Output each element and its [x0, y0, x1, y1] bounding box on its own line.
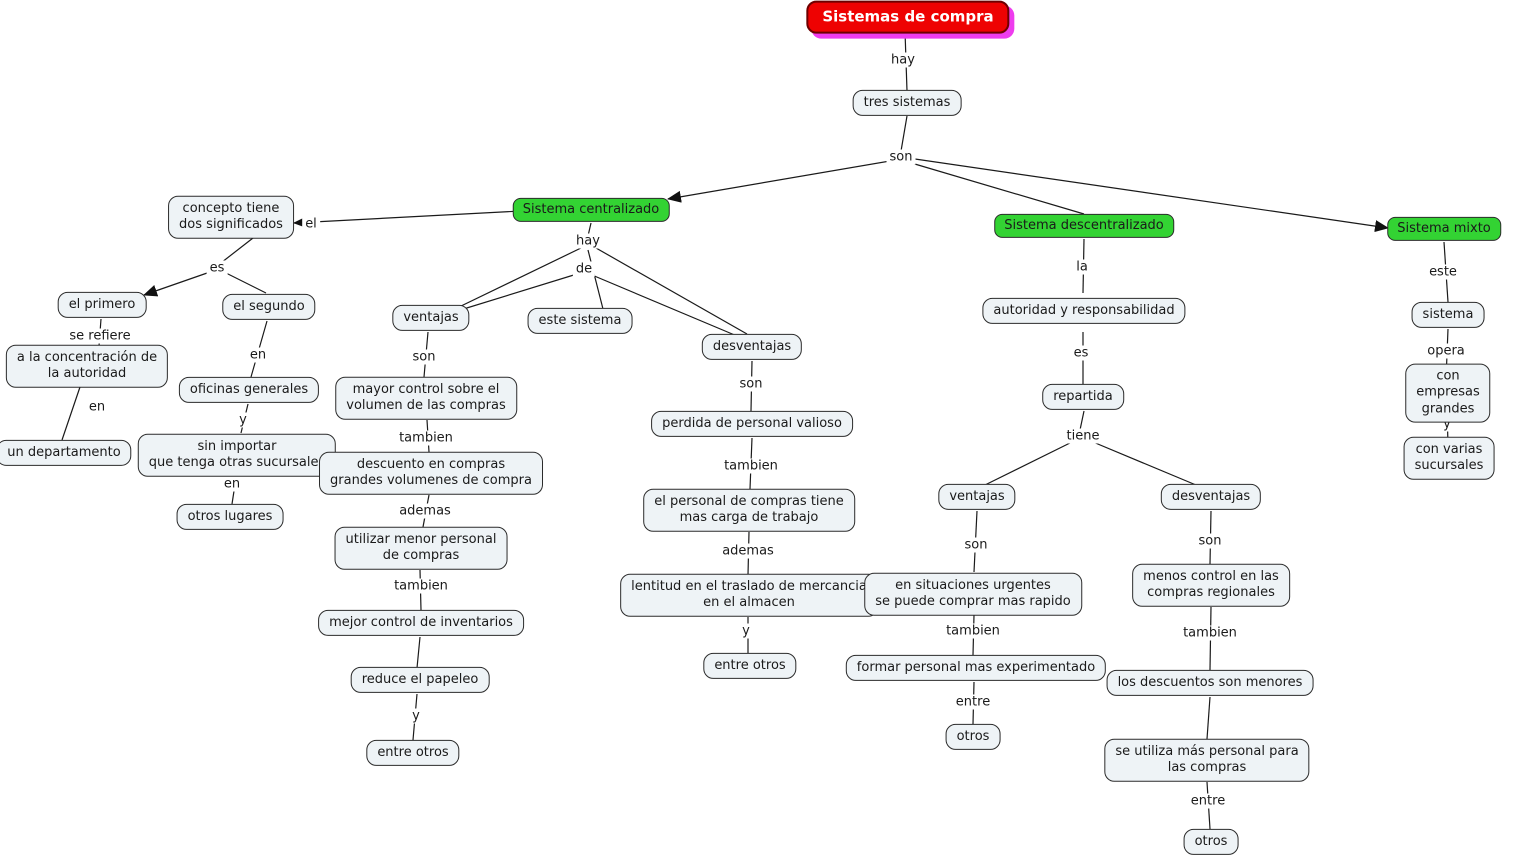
link-label-es-concepto[interactable]: es [206, 260, 228, 276]
link-label-en-departamento[interactable]: en [85, 399, 109, 415]
link-label-y-dc[interactable]: y [739, 623, 753, 639]
link-label-son-ventajas-c[interactable]: son [409, 349, 439, 365]
node-oficinas-generales[interactable]: oficinas generales [178, 376, 320, 404]
link-label-se-refiere[interactable]: se refiere [66, 328, 134, 344]
node-desventajas-centralizado[interactable]: desventajas [701, 333, 803, 361]
node-varias-sucursales[interactable]: con varias sucursales [1403, 436, 1495, 480]
link-label-son-desventajas-d[interactable]: son [1195, 533, 1225, 549]
link-label-hay-root[interactable]: hay [888, 52, 918, 68]
node-el-primero[interactable]: el primero [57, 291, 147, 319]
node-ventajas-descentralizado[interactable]: ventajas [938, 483, 1016, 511]
link-label-tiene[interactable]: tiene [1063, 428, 1103, 444]
node-root-title[interactable]: Sistemas de compra [806, 0, 1010, 34]
link-label-son-ventajas-d[interactable]: son [961, 537, 991, 553]
link-label-tambien-vd[interactable]: tambien [943, 623, 1003, 639]
link-label-entre-dd[interactable]: entre [1187, 793, 1229, 809]
node-entre-otros-desventajas[interactable]: entre otros [703, 652, 797, 680]
node-sistema-descentralizado[interactable]: Sistema descentralizado [994, 213, 1174, 239]
node-sistema[interactable]: sistema [1411, 301, 1485, 329]
node-concepto[interactable]: concepto tiene dos significados [168, 195, 294, 239]
link-label-este[interactable]: este [1426, 264, 1460, 280]
node-concentracion[interactable]: a la concentración de la autoridad [5, 344, 169, 388]
node-ventajas-centralizado[interactable]: ventajas [392, 304, 470, 332]
node-descuentos-menores[interactable]: los descuentos son menores [1106, 669, 1314, 697]
node-utilizar-menor[interactable]: utilizar menor personal de compras [334, 526, 508, 570]
node-un-departamento[interactable]: un departamento [0, 439, 132, 467]
link-label-tambien-vc2[interactable]: tambien [391, 578, 451, 594]
node-repartida[interactable]: repartida [1042, 383, 1124, 411]
node-situaciones[interactable]: en situaciones urgentes se puede comprar… [864, 572, 1082, 616]
link-label-hay-centralizado[interactable]: hay [573, 233, 603, 249]
node-otros-lugares[interactable]: otros lugares [176, 503, 284, 531]
node-autoridad[interactable]: autoridad y responsabilidad [982, 297, 1186, 325]
node-mayor-control[interactable]: mayor control sobre el volumen de las co… [335, 376, 517, 420]
link-label-entre-vd[interactable]: entre [952, 694, 994, 710]
node-sistema-centralizado[interactable]: Sistema centralizado [512, 197, 670, 223]
node-entre-otros-ventajas[interactable]: entre otros [366, 739, 460, 767]
link-label-en-otros[interactable]: en [220, 476, 244, 492]
link-label-tambien-vc1[interactable]: tambien [396, 430, 456, 446]
node-lentitud[interactable]: lentitud en el traslado de mercancia en … [620, 573, 878, 617]
node-carga-trabajo[interactable]: el personal de compras tiene mas carga d… [643, 488, 855, 532]
node-sin-importar[interactable]: sin importar que tenga otras sucursales [137, 433, 337, 477]
link-label-y-oficinas[interactable]: y [236, 412, 250, 428]
link-label-de[interactable]: de [572, 261, 596, 277]
node-tres-sistemas[interactable]: tres sistemas [852, 89, 962, 117]
node-sistema-mixto[interactable]: Sistema mixto [1387, 216, 1501, 242]
node-otros-ventajas[interactable]: otros [945, 723, 1001, 751]
link-label-son-root[interactable]: son [886, 149, 916, 165]
node-desventajas-descentralizado[interactable]: desventajas [1160, 483, 1262, 511]
node-descuento[interactable]: descuento en compras grandes volumenes d… [319, 451, 543, 495]
node-empresas-grandes[interactable]: con empresas grandes [1405, 363, 1491, 423]
link-label-ademas-vc[interactable]: ademas [396, 503, 454, 519]
node-este-sistema[interactable]: este sistema [527, 307, 633, 335]
link-label-tambien-dd[interactable]: tambien [1180, 625, 1240, 641]
node-perdida[interactable]: perdida de personal valioso [651, 410, 853, 438]
node-reduce-papeleo[interactable]: reduce el papeleo [350, 666, 490, 694]
link-label-y-vc[interactable]: y [409, 708, 423, 724]
link-label-la[interactable]: la [1073, 259, 1091, 275]
link-label-opera[interactable]: opera [1424, 343, 1468, 359]
node-otros-desventajas[interactable]: otros [1183, 828, 1239, 856]
link-label-ademas-dc[interactable]: ademas [719, 543, 777, 559]
link-label-es-descentralizado[interactable]: es [1070, 345, 1092, 361]
link-label-el[interactable]: el [302, 216, 320, 232]
link-label-en-oficinas[interactable]: en [246, 347, 270, 363]
node-menos-control[interactable]: menos control en las compras regionales [1132, 563, 1290, 607]
link-label-tambien-dc[interactable]: tambien [721, 458, 781, 474]
node-mejor-control[interactable]: mejor control de inventarios [318, 609, 524, 637]
node-el-segundo[interactable]: el segundo [222, 293, 316, 321]
node-mas-personal[interactable]: se utiliza más personal para las compras [1104, 738, 1310, 782]
link-label-son-desventajas-c[interactable]: son [736, 376, 766, 392]
node-formar[interactable]: formar personal mas experimentado [845, 654, 1107, 682]
